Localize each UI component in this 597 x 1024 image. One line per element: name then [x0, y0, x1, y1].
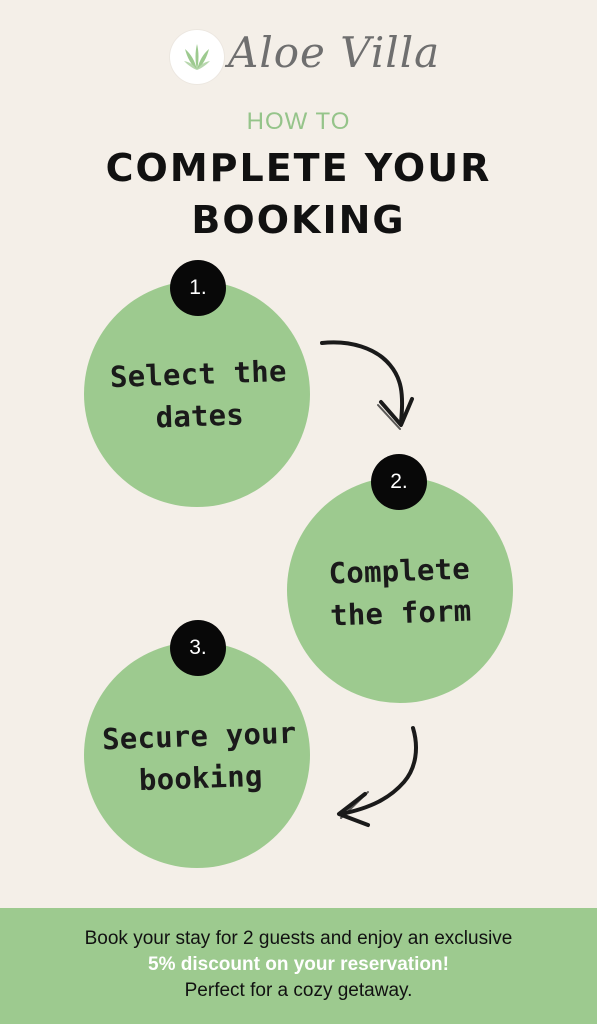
section-eyebrow: HOW TO	[246, 108, 351, 135]
step-1-number: 1.	[170, 260, 226, 316]
logo-badge	[170, 30, 224, 84]
hand-drawn-arrow-left-icon	[337, 726, 418, 827]
promo-discount: 5% discount on your reservation!	[148, 954, 449, 975]
step-2-number: 2.	[371, 454, 427, 510]
promo-line-3: Perfect for a cozy getaway.	[184, 980, 413, 1001]
step-1-circle	[84, 281, 310, 507]
step-3-label: Secure your booking	[101, 715, 297, 798]
page-title: COMPLETE YOUR BOOKING	[105, 146, 492, 242]
brand-name: Aloe Villa	[228, 28, 441, 77]
step-3-circle	[84, 642, 310, 868]
step-1-label: Select the dates	[109, 353, 288, 435]
hand-drawn-arrow-down-icon	[320, 340, 414, 430]
step-2-circle	[287, 477, 513, 703]
aloe-leaf-icon	[184, 44, 210, 70]
brand-logo: Aloe Villa	[170, 26, 439, 90]
step-2-label: Complete the form	[328, 551, 472, 633]
step-3-number: 3.	[170, 620, 226, 676]
promo-banner: Book your stay for 2 guests and enjoy an…	[0, 908, 597, 1024]
promo-line-1: Book your stay for 2 guests and enjoy an…	[84, 928, 513, 949]
